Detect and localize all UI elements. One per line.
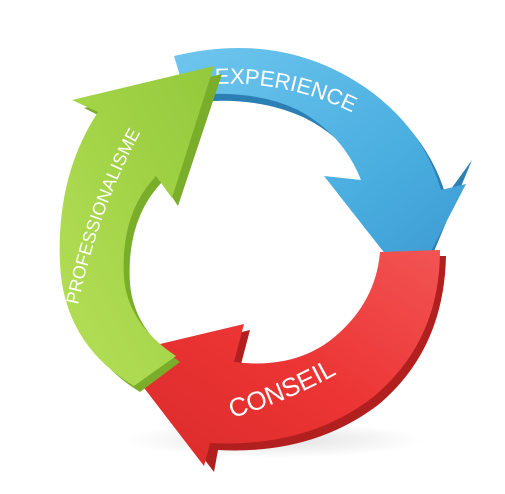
conseil-arrow: CONSEIL [118, 250, 446, 472]
experience-arrow-body [174, 47, 466, 289]
conseil-arrow-body [118, 250, 440, 466]
professionalisme-arrow-body [59, 66, 214, 386]
